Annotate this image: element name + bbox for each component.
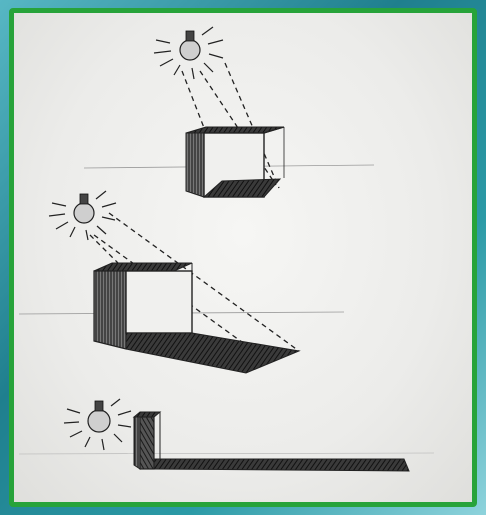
scene-3 xyxy=(64,399,409,471)
scene-2 xyxy=(49,191,299,373)
light-bulb-icon xyxy=(49,191,116,240)
light-bulb-icon xyxy=(154,27,223,79)
light-bulb-icon xyxy=(64,399,131,450)
drawing xyxy=(14,13,472,502)
paper xyxy=(14,13,472,502)
scene-1 xyxy=(154,27,284,197)
horizon-line-bottom xyxy=(19,453,434,454)
drawing-border xyxy=(9,8,477,507)
